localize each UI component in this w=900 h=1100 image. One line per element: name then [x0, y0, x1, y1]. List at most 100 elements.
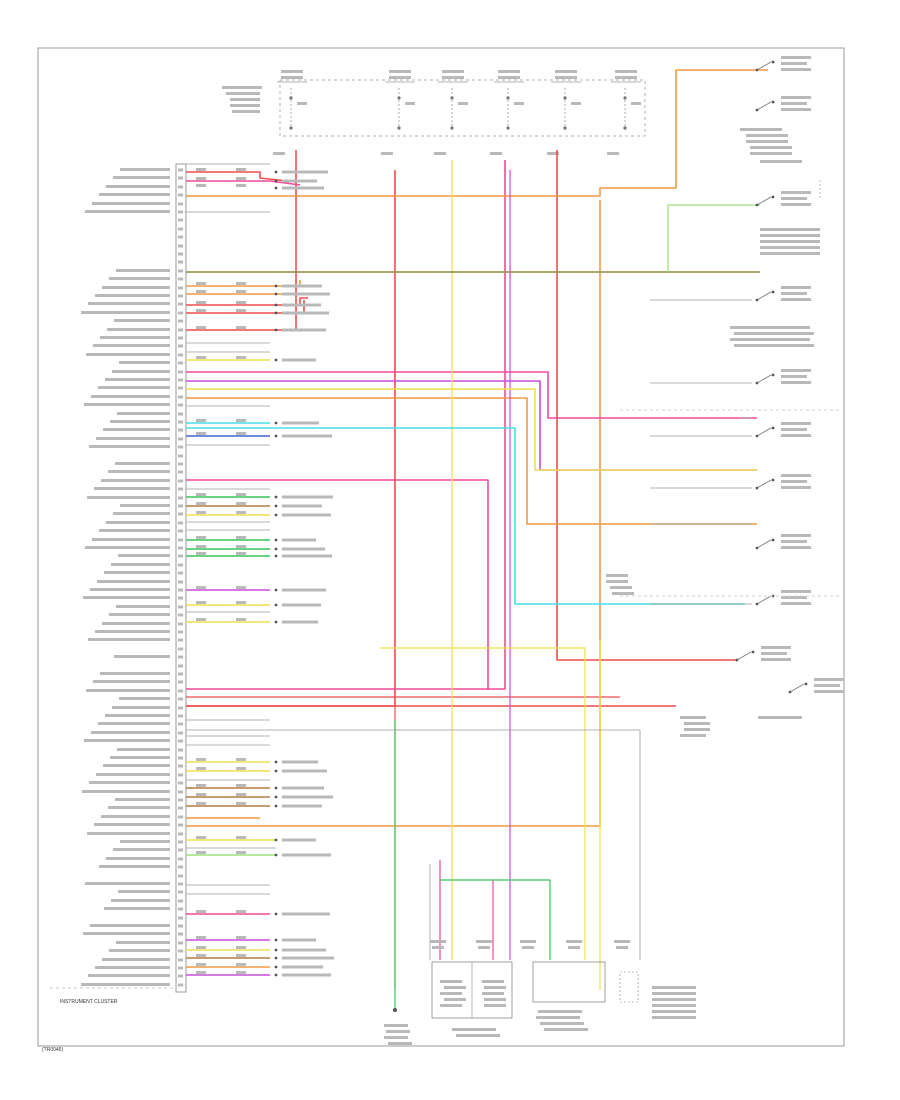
pin-number — [178, 496, 183, 500]
pin-label — [118, 890, 170, 893]
pin-label — [86, 353, 170, 356]
switch-arm — [736, 651, 752, 661]
fuse-wire-code — [607, 152, 619, 155]
component-label — [758, 716, 802, 719]
component-label — [606, 574, 628, 577]
module-label — [536, 1016, 580, 1019]
component-label — [761, 652, 787, 655]
wire-connector-dot — [274, 956, 278, 960]
pin-number — [178, 832, 183, 836]
pin-label — [432, 946, 444, 949]
wire-trace — [186, 380, 757, 471]
pin-label — [120, 504, 170, 507]
pin-number — [178, 344, 183, 348]
fuse-rating — [514, 102, 524, 105]
fuse-block — [222, 70, 646, 155]
pin-number — [178, 218, 183, 222]
pin-label — [81, 311, 170, 314]
wire-connector-dot — [274, 538, 278, 542]
pin-label — [99, 865, 170, 868]
component-label — [781, 602, 811, 605]
pin-label — [112, 706, 170, 709]
pin-label — [99, 193, 170, 196]
pin-number — [178, 672, 183, 676]
pin-number — [178, 638, 183, 642]
wire-code — [236, 793, 246, 796]
module-label — [384, 1036, 408, 1039]
component-label — [781, 596, 807, 599]
pin-number — [178, 823, 183, 827]
pin-label — [83, 932, 170, 935]
pin-label — [616, 946, 628, 949]
pin-label — [430, 940, 446, 943]
pin-number — [178, 882, 183, 886]
wire-trace — [556, 150, 737, 661]
wire-code — [236, 586, 246, 589]
fuse-title — [498, 70, 520, 73]
pin-number — [178, 454, 183, 458]
wire-connector-dot — [274, 504, 278, 508]
switch-arm — [756, 101, 772, 111]
component-label — [781, 68, 811, 71]
pin-number — [178, 722, 183, 726]
wire-destination-label — [282, 786, 324, 790]
pin-number — [178, 689, 183, 693]
fuse-title — [555, 70, 577, 73]
pin-label — [95, 294, 170, 297]
pin-number — [178, 932, 183, 936]
wire-code — [236, 511, 246, 514]
component-label — [680, 734, 706, 737]
wire-code — [196, 309, 206, 312]
ground-point — [393, 1008, 397, 1012]
wire-code — [196, 971, 206, 974]
pin-number — [178, 277, 183, 281]
wire-code — [196, 419, 206, 422]
pin-number — [178, 395, 183, 399]
wire-destination-label — [282, 760, 318, 764]
pin-number — [178, 311, 183, 315]
component-label — [610, 586, 632, 589]
pin-label — [101, 479, 170, 482]
pin-number — [178, 916, 183, 920]
wire-code — [196, 290, 206, 293]
component-label — [734, 344, 814, 347]
wire-code — [196, 356, 206, 359]
pin-label — [115, 462, 170, 465]
pin-label — [102, 958, 170, 961]
pin-label — [91, 395, 170, 398]
wire-code — [196, 802, 206, 805]
fuse-box-caption — [222, 86, 262, 89]
pin-label — [85, 882, 170, 885]
pin-number — [178, 966, 183, 970]
fuse-box-outline — [279, 79, 646, 137]
pin-label — [106, 185, 170, 188]
pin-number — [178, 857, 183, 861]
wire-code — [196, 301, 206, 304]
component-label — [680, 716, 706, 719]
component-label — [746, 134, 788, 137]
wire-code — [196, 946, 206, 949]
pin-label — [98, 722, 170, 725]
wire-connector-dot — [274, 170, 278, 174]
right-side-components — [606, 56, 844, 737]
wire-destination-label — [282, 912, 330, 916]
wire-code — [196, 545, 206, 548]
component-label — [781, 96, 811, 99]
fuse-terminal — [450, 96, 454, 100]
wire-code — [236, 309, 246, 312]
wire-code — [236, 326, 246, 329]
component-label — [781, 62, 807, 65]
wire-destination-label — [282, 421, 319, 425]
pin-label — [114, 655, 170, 658]
wire-trace — [186, 182, 297, 331]
component-label — [730, 338, 810, 341]
pin-number — [178, 462, 183, 466]
wire-code — [236, 177, 246, 180]
wire-code — [236, 758, 246, 761]
wire-code — [236, 946, 246, 949]
wire-connector-dot — [274, 760, 278, 764]
wire-trace — [186, 427, 745, 605]
pin-number — [178, 487, 183, 491]
wire-code — [236, 282, 246, 285]
pin-label — [111, 563, 170, 566]
